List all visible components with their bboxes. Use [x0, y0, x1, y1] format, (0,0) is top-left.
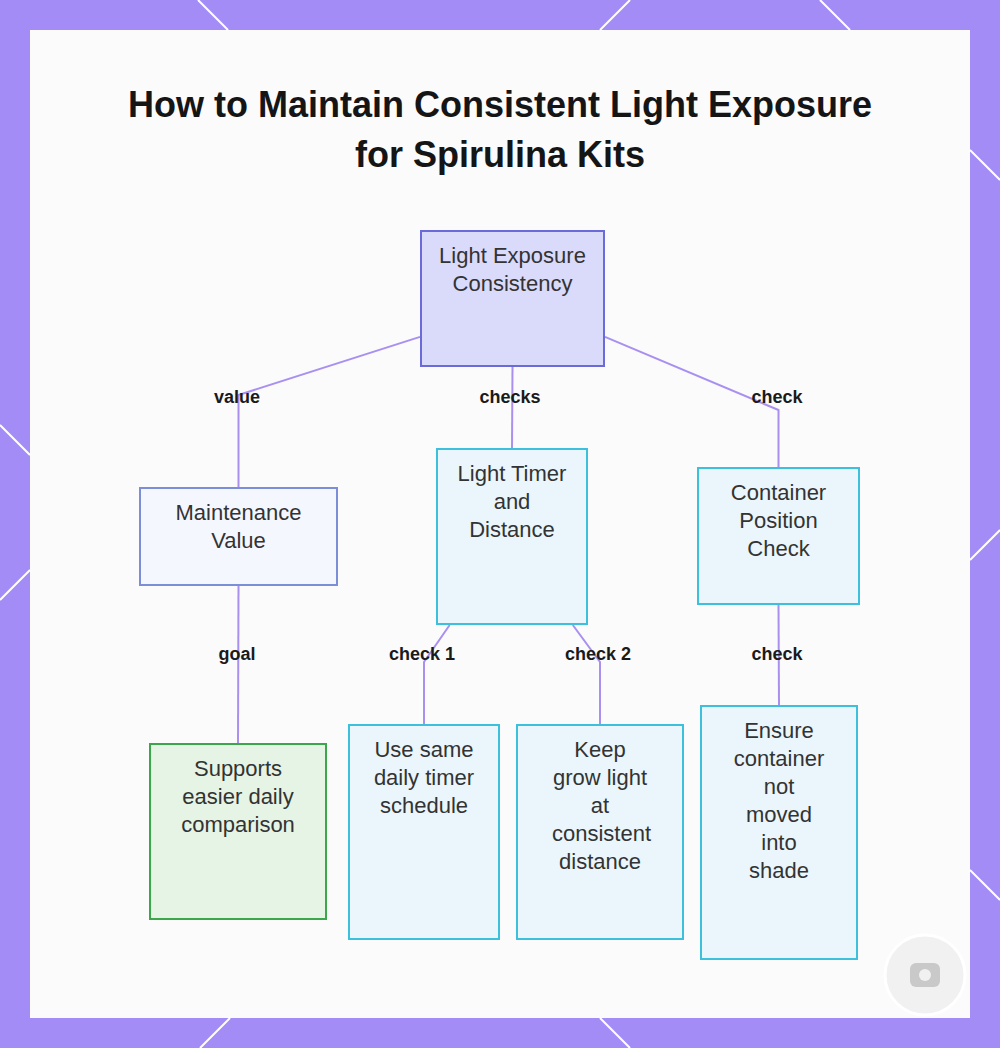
connector	[424, 625, 450, 724]
edge-label: check 1	[389, 643, 455, 665]
connector	[511, 367, 514, 448]
process-box: Use same daily timer schedule	[348, 724, 500, 940]
node-text: Ensure container not moved into shade	[730, 717, 828, 885]
node-text: Maintenance Value	[171, 499, 306, 555]
node-text: Use same daily timer schedule	[368, 736, 480, 820]
process-box: Ensure container not moved into shade	[700, 705, 858, 960]
connector	[237, 586, 240, 743]
process-box: Keep grow light at consistent distance	[516, 724, 684, 940]
node-text: Keep grow light at consistent distance	[552, 736, 648, 876]
process-box: Container Position Check	[697, 467, 860, 605]
process-box: Light Timer and Distance	[436, 448, 588, 625]
process-box: Light Exposure Consistency	[420, 230, 605, 367]
logo-badge	[885, 935, 965, 1015]
process-box: Maintenance Value	[139, 487, 338, 586]
panel	[30, 30, 970, 1018]
process-box: Supports easier daily comparison	[149, 743, 327, 920]
node-text: Container Position Check	[713, 479, 844, 563]
edge-label: check 2	[565, 643, 631, 665]
node-text: Light Exposure Consistency	[436, 242, 589, 298]
edge-label: value	[214, 386, 260, 408]
edge-label: check	[751, 643, 802, 665]
edge-label: goal	[218, 643, 255, 665]
connector	[573, 625, 600, 724]
node-text: Supports easier daily comparison	[165, 755, 311, 839]
diagram-title: How to Maintain Consistent Light Exposur…	[120, 80, 880, 180]
edge-label: check	[751, 386, 802, 408]
connector	[239, 337, 421, 487]
edge-label: checks	[479, 386, 540, 408]
node-text: Light Timer and Distance	[450, 460, 574, 544]
